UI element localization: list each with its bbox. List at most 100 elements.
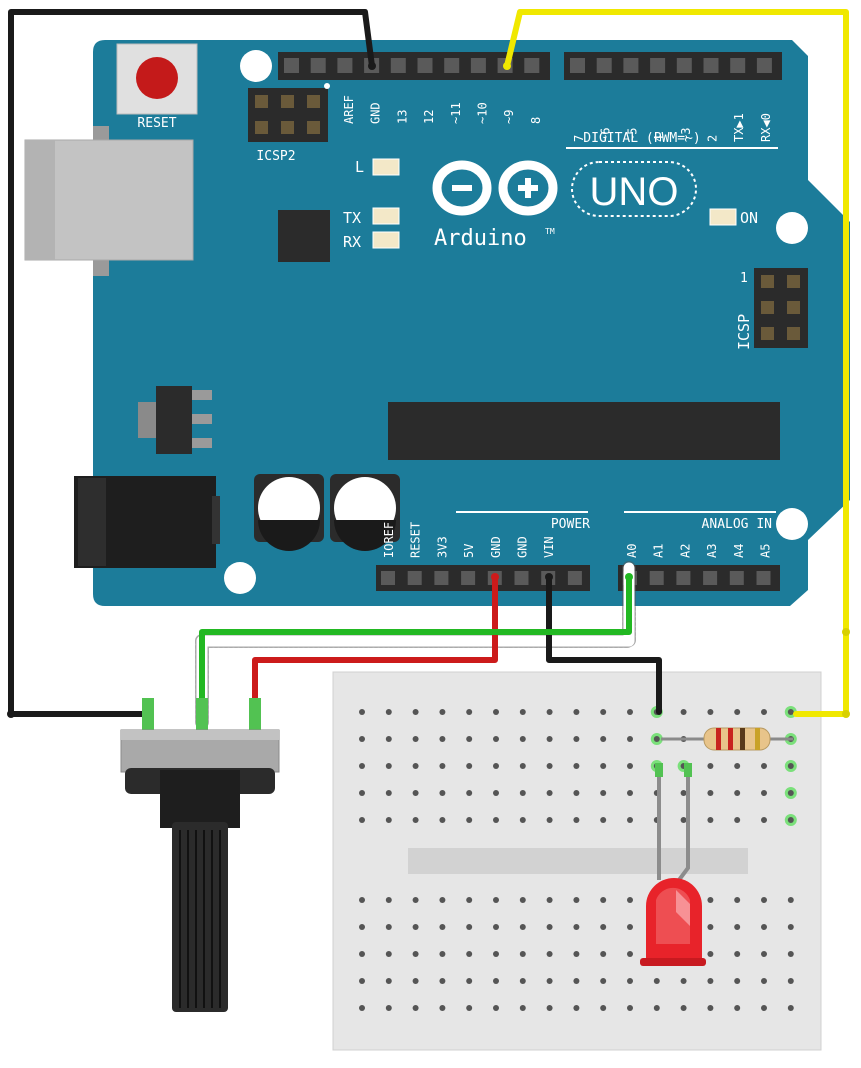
breadboard-hole[interactable] xyxy=(680,1005,687,1011)
breadboard-hole[interactable] xyxy=(787,924,794,930)
breadboard-hole[interactable] xyxy=(412,924,419,930)
breadboard-hole[interactable] xyxy=(412,709,419,715)
breadboard-hole[interactable] xyxy=(680,790,687,796)
header-pin[interactable] xyxy=(756,58,772,73)
breadboard-hole[interactable] xyxy=(707,897,714,903)
breadboard-hole[interactable] xyxy=(787,951,794,957)
breadboard-hole[interactable] xyxy=(439,709,446,715)
breadboard-hole[interactable] xyxy=(627,897,633,903)
breadboard-hole[interactable] xyxy=(359,1005,365,1011)
header-pin[interactable] xyxy=(470,58,486,73)
breadboard-hole[interactable] xyxy=(734,709,741,715)
breadboard-hole[interactable] xyxy=(600,763,607,769)
header-pin[interactable] xyxy=(703,571,718,585)
breadboard-hole[interactable] xyxy=(761,763,767,769)
breadboard-hole[interactable] xyxy=(439,817,446,823)
breadboard-hole[interactable] xyxy=(546,924,553,930)
breadboard-hole[interactable] xyxy=(787,709,794,715)
breadboard-hole[interactable] xyxy=(359,790,365,796)
breadboard-hole[interactable] xyxy=(573,978,580,984)
breadboard-hole[interactable] xyxy=(787,978,794,984)
header-pin[interactable] xyxy=(567,571,582,585)
breadboard-hole[interactable] xyxy=(653,978,660,984)
breadboard-hole[interactable] xyxy=(412,763,419,769)
breadboard-hole[interactable] xyxy=(546,897,553,903)
breadboard-hole[interactable] xyxy=(707,1005,714,1011)
breadboard-hole[interactable] xyxy=(573,763,580,769)
breadboard-hole[interactable] xyxy=(519,763,526,769)
breadboard-hole[interactable] xyxy=(761,790,767,796)
breadboard-hole[interactable] xyxy=(761,897,767,903)
breadboard-hole[interactable] xyxy=(653,1005,660,1011)
breadboard-hole[interactable] xyxy=(761,924,767,930)
resistor-icon[interactable] xyxy=(661,727,793,751)
breadboard-hole[interactable] xyxy=(734,817,741,823)
header-pin[interactable] xyxy=(703,58,719,73)
breadboard-hole[interactable] xyxy=(546,817,553,823)
breadboard-hole[interactable] xyxy=(734,924,741,930)
breadboard-hole[interactable] xyxy=(573,790,580,796)
breadboard-hole[interactable] xyxy=(627,951,633,957)
breadboard-hole[interactable] xyxy=(466,790,473,796)
breadboard-hole[interactable] xyxy=(466,978,473,984)
breadboard-hole[interactable] xyxy=(412,1005,419,1011)
header-pin[interactable] xyxy=(649,571,664,585)
breadboard-hole[interactable] xyxy=(519,924,526,930)
breadboard-hole[interactable] xyxy=(493,790,499,796)
header-pin[interactable] xyxy=(337,58,353,73)
header-pin[interactable] xyxy=(729,571,744,585)
breadboard-hole[interactable] xyxy=(627,817,633,823)
breadboard-hole[interactable] xyxy=(546,736,553,742)
header-pin[interactable] xyxy=(390,58,406,73)
breadboard-hole[interactable] xyxy=(412,736,419,742)
breadboard-hole[interactable] xyxy=(519,736,526,742)
breadboard-hole[interactable] xyxy=(385,924,392,930)
breadboard-hole[interactable] xyxy=(627,709,633,715)
breadboard-hole[interactable] xyxy=(546,1005,553,1011)
breadboard-hole[interactable] xyxy=(573,817,580,823)
breadboard-hole[interactable] xyxy=(787,817,794,823)
breadboard-hole[interactable] xyxy=(385,978,392,984)
breadboard-hole[interactable] xyxy=(734,763,741,769)
breadboard-hole[interactable] xyxy=(439,978,446,984)
breadboard-hole[interactable] xyxy=(680,978,687,984)
breadboard-hole[interactable] xyxy=(761,951,767,957)
breadboard-hole[interactable] xyxy=(627,736,633,742)
breadboard-hole[interactable] xyxy=(493,817,499,823)
breadboard-hole[interactable] xyxy=(385,790,392,796)
breadboard-hole[interactable] xyxy=(385,763,392,769)
breadboard-hole[interactable] xyxy=(466,897,473,903)
breadboard-hole[interactable] xyxy=(546,978,553,984)
breadboard-hole[interactable] xyxy=(493,897,499,903)
breadboard-hole[interactable] xyxy=(412,817,419,823)
breadboard-hole[interactable] xyxy=(627,790,633,796)
header-pin[interactable] xyxy=(417,58,433,73)
breadboard-hole[interactable] xyxy=(761,817,767,823)
breadboard-hole[interactable] xyxy=(359,897,365,903)
breadboard-hole[interactable] xyxy=(707,924,714,930)
breadboard-hole[interactable] xyxy=(439,1005,446,1011)
breadboard-hole[interactable] xyxy=(493,951,499,957)
breadboard-hole[interactable] xyxy=(385,709,392,715)
breadboard-hole[interactable] xyxy=(546,709,553,715)
breadboard-hole[interactable] xyxy=(600,924,607,930)
header-pin[interactable] xyxy=(730,58,746,73)
breadboard-hole[interactable] xyxy=(734,790,741,796)
breadboard-hole[interactable] xyxy=(573,897,580,903)
breadboard-hole[interactable] xyxy=(761,709,767,715)
breadboard-hole[interactable] xyxy=(519,790,526,796)
breadboard-hole[interactable] xyxy=(466,709,473,715)
breadboard-hole[interactable] xyxy=(519,951,526,957)
breadboard-hole[interactable] xyxy=(787,1005,794,1011)
breadboard-hole[interactable] xyxy=(627,978,633,984)
breadboard-hole[interactable] xyxy=(519,978,526,984)
breadboard-hole[interactable] xyxy=(761,1005,767,1011)
breadboard-hole[interactable] xyxy=(412,978,419,984)
breadboard-hole[interactable] xyxy=(734,897,741,903)
header-pin[interactable] xyxy=(514,571,529,585)
breadboard-hole[interactable] xyxy=(385,736,392,742)
breadboard-hole[interactable] xyxy=(385,951,392,957)
breadboard-hole[interactable] xyxy=(439,736,446,742)
breadboard-hole[interactable] xyxy=(466,1005,473,1011)
breadboard-hole[interactable] xyxy=(466,817,473,823)
